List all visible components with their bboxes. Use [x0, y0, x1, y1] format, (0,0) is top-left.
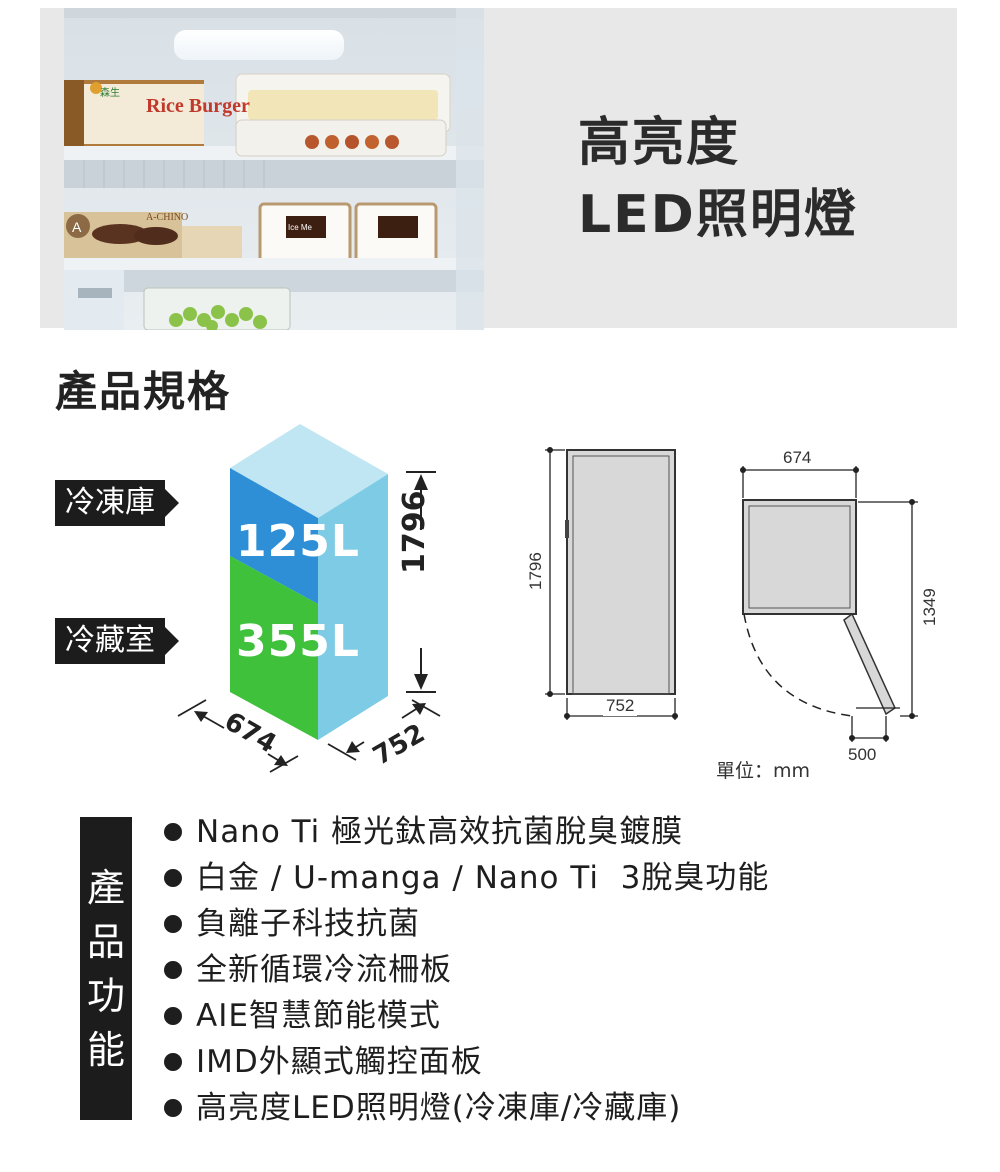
feature-text: 白金 / U-manga / Nano Ti 3脫臭功能 — [196, 860, 770, 896]
feature-item: AIE智慧節能模式 — [162, 994, 769, 1040]
box-small-text: 森生 — [100, 86, 120, 99]
badge-letter: A — [72, 219, 82, 235]
top-view-drawing — [740, 466, 918, 742]
icecream-text: Ice Me — [288, 223, 313, 232]
banner-title-line2: LED照明燈 — [578, 185, 858, 245]
top-view-width-label: 674 — [783, 448, 812, 467]
feature-text: 高亮度LED照明燈(冷凍庫/冷藏庫) — [196, 1090, 682, 1126]
bullet-icon — [164, 915, 182, 933]
spec-heading: 產品規格 — [55, 367, 232, 416]
feature-text: Nano Ti 極光鈦高效抗菌脫臭鍍膜 — [196, 814, 684, 850]
feature-item: 負離子科技抗菌 — [162, 902, 769, 948]
features-box-char: 能 — [86, 1027, 125, 1072]
fridge-tag: 冷藏室 — [55, 618, 179, 664]
feature-text: AIE智慧節能模式 — [196, 998, 441, 1034]
features-box: 產 品 功 能 — [80, 817, 132, 1120]
bullet-icon — [164, 1007, 182, 1025]
unit-label: 單位：mm — [716, 760, 811, 782]
fridge-front-face — [230, 556, 318, 740]
bullet-icon — [164, 823, 182, 841]
front-view-height-label: 1796 — [526, 552, 545, 590]
feature-text: IMD外顯式觸控面板 — [196, 1044, 483, 1080]
freezer-capacity: 125L — [236, 516, 360, 567]
fridge-side-face — [318, 474, 388, 740]
feature-item: Nano Ti 極光鈦高效抗菌脫臭鍍膜 — [162, 810, 769, 856]
feature-text: 負離子科技抗菌 — [196, 906, 420, 942]
fridge-top-face — [230, 424, 388, 518]
freezer-front-face — [230, 468, 318, 604]
bullet-icon — [164, 961, 182, 979]
feature-item: 全新循環冷流柵板 — [162, 948, 769, 994]
height-label: 1796 — [397, 490, 432, 575]
feature-text: 全新循環冷流柵板 — [196, 952, 452, 988]
rice-burger-box-text: Rice Burger — [146, 95, 250, 117]
fridge-capacity: 355L — [236, 616, 360, 667]
feature-list: Nano Ti 極光鈦高效抗菌脫臭鍍膜 白金 / U-manga / Nano … — [162, 810, 769, 1132]
bullet-icon — [164, 1053, 182, 1071]
features-box-char: 品 — [86, 919, 125, 964]
bullet-icon — [164, 1099, 182, 1117]
banner-title-line1: 高亮度 — [578, 113, 741, 173]
front-view-drawing — [545, 447, 678, 720]
bullet-icon — [164, 869, 182, 887]
fridge-interior-photo: Rice Burger 森生 A-CHINO Ice Me A — [64, 8, 484, 330]
feature-item: 高亮度LED照明燈(冷凍庫/冷藏庫) — [162, 1086, 769, 1132]
width-dimension-line — [177, 699, 299, 773]
feature-item: 白金 / U-manga / Nano Ti 3脫臭功能 — [162, 856, 769, 902]
feature-item: IMD外顯式觸控面板 — [162, 1040, 769, 1086]
achino-text: A-CHINO — [146, 212, 188, 223]
door-clearance-label: 500 — [848, 745, 877, 764]
depth-dimension-line — [327, 699, 441, 761]
features-box-char: 功 — [86, 973, 125, 1018]
freezer-tag: 冷凍庫 — [55, 480, 179, 526]
height-dimension-line — [406, 471, 436, 693]
front-view-width-label: 752 — [603, 696, 638, 716]
top-view-depth-label: 1349 — [920, 588, 939, 626]
features-box-char: 產 — [86, 865, 125, 910]
